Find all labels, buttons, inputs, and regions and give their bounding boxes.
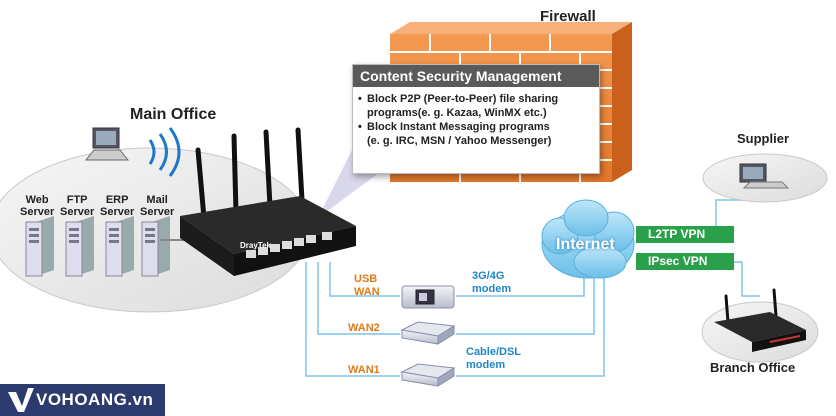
router-brand-label: DrayTek [240, 241, 272, 250]
web-server-icon [25, 216, 54, 277]
usb-modem-icon [401, 285, 455, 309]
l2tp-vpn-badge: L2TP VPN [636, 226, 734, 243]
content-security-panel: Content Security Management Block P2P (P… [352, 64, 600, 174]
wan1-modem-icon [400, 363, 456, 387]
content-security-item: Block P2P (Peer-to-Peer) file sharing pr… [358, 92, 599, 120]
branch-router-icon [714, 288, 806, 352]
content-security-list: Block P2P (Peer-to-Peer) file sharing pr… [353, 92, 599, 148]
content-security-title: Content Security Management [353, 65, 599, 87]
internet-cloud [541, 199, 635, 279]
supplier-label: Supplier [737, 131, 790, 146]
branch-office-label: Branch Office [710, 360, 796, 375]
main-router-icon: DrayTek [180, 127, 356, 276]
wan2-label: WAN2 [348, 322, 380, 334]
callout-wedge [318, 150, 380, 218]
laptop-icon [84, 127, 130, 161]
vohoang-logo: VOHOANG.vn [0, 384, 165, 416]
ipsec-vpn-badge: IPsec VPN [636, 253, 734, 270]
content-security-item: Block Instant Messaging programs (e. g. … [358, 120, 599, 148]
mail-server-icon [141, 216, 170, 277]
wifi-waves-icon [148, 127, 181, 177]
wan2-modem-icon [400, 321, 456, 345]
supplier-computer-icon [739, 163, 790, 189]
wan1-label: WAN1 [348, 364, 380, 376]
ftp-server-icon [65, 216, 94, 277]
internet-label: Internet [556, 236, 615, 253]
vohoang-logo-text: VOHOANG.vn [36, 390, 154, 409]
vohoang-logo-icon [8, 388, 34, 412]
main-office-label: Main Office [130, 106, 217, 123]
erp-server-icon [105, 216, 134, 277]
firewall-label: Firewall [540, 8, 596, 25]
